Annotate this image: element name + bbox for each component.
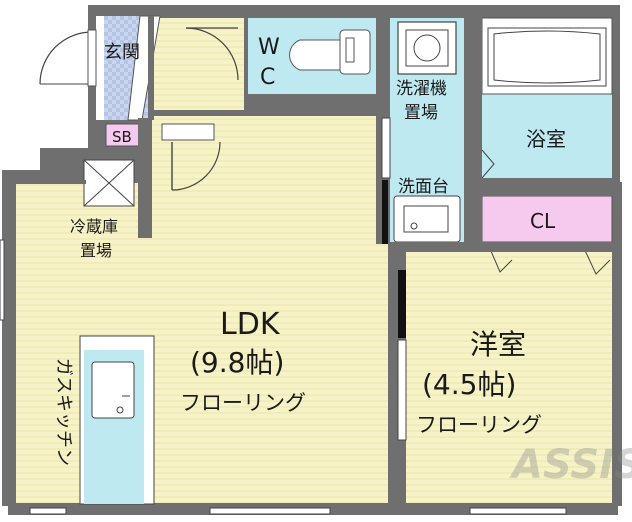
fridge-label-1: 冷蔵庫 xyxy=(70,217,118,236)
washer-label-2: 置場 xyxy=(404,103,438,123)
washer-area xyxy=(390,18,464,243)
wc-label-c: C xyxy=(260,65,275,90)
entrance-area xyxy=(39,15,161,121)
western-room-size: (4.5帖) xyxy=(422,368,516,401)
wc-label-w: W xyxy=(258,35,280,60)
bath-room xyxy=(481,17,613,179)
fridge-space xyxy=(83,159,135,207)
windows xyxy=(0,239,567,515)
ldk-title: LDK xyxy=(220,307,281,342)
western-room xyxy=(406,252,612,503)
fridge-label-2: 置場 xyxy=(80,241,112,260)
hall-door xyxy=(161,123,221,191)
kitchen-counter xyxy=(79,335,155,505)
entrance-label: 玄関 xyxy=(104,42,140,63)
bath-label: 浴室 xyxy=(526,127,566,151)
western-room-floor: フローリング xyxy=(416,413,542,437)
entrance-door xyxy=(185,27,239,81)
hallway-floor xyxy=(152,18,244,118)
sliding-doors xyxy=(381,117,407,441)
sb-label: SB xyxy=(112,128,132,146)
ldk-floor: フローリング xyxy=(180,391,306,415)
svg-text:ASSIST: ASSIST xyxy=(509,442,632,488)
wc-room xyxy=(248,18,376,94)
ldk-size: (9.8帖) xyxy=(190,346,284,379)
ldk-room xyxy=(16,115,388,503)
washbasin-label: 洗面台 xyxy=(398,177,449,197)
kitchen-label: ガスキッチン xyxy=(53,358,74,466)
closet-label: CL xyxy=(530,209,556,233)
washer-label-1: 洗濯機 xyxy=(396,79,447,99)
western-room-title: 洋室 xyxy=(470,328,526,361)
closet xyxy=(481,195,613,275)
assist-watermark-logo: ASSIST xyxy=(509,442,632,488)
